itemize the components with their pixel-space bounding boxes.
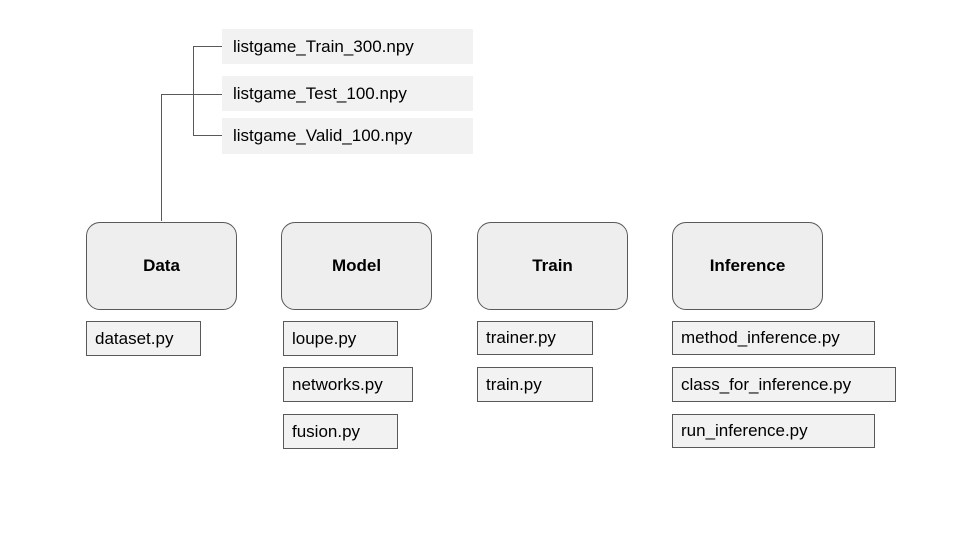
file-loupe: loupe.py	[283, 321, 398, 356]
connector-npy-bracket	[193, 46, 222, 136]
file-class-for-inference: class_for_inference.py	[672, 367, 896, 402]
file-dataset: dataset.py	[86, 321, 201, 356]
file-label: class_for_inference.py	[681, 374, 852, 394]
file-train: train.py	[477, 367, 593, 402]
file-label: trainer.py	[486, 328, 556, 347]
file-method-inference: method_inference.py	[672, 321, 875, 355]
npy-file-valid: listgame_Valid_100.npy	[222, 118, 473, 154]
module-title: Data	[143, 256, 180, 275]
module-train: Train	[477, 222, 628, 310]
module-model: Model	[281, 222, 432, 310]
module-title: Train	[532, 256, 573, 275]
file-label: dataset.py	[95, 328, 174, 348]
file-label: train.py	[486, 374, 542, 394]
file-run-inference: run_inference.py	[672, 414, 875, 448]
module-title: Inference	[709, 256, 786, 275]
npy-file-label: listgame_Valid_100.npy	[233, 126, 413, 145]
file-networks: networks.py	[283, 367, 413, 402]
file-trainer: trainer.py	[477, 321, 593, 355]
npy-file-label: listgame_Test_100.npy	[233, 83, 407, 103]
file-label: method_inference.py	[681, 328, 840, 347]
file-label: networks.py	[292, 374, 383, 394]
connector-data-to-npy	[161, 94, 222, 221]
npy-file-test: listgame_Test_100.npy	[222, 76, 473, 111]
file-fusion: fusion.py	[283, 414, 398, 449]
file-label: fusion.py	[292, 421, 361, 441]
npy-file-label: listgame_Train_300.npy	[233, 36, 414, 56]
file-label: run_inference.py	[681, 421, 808, 440]
module-data: Data	[86, 222, 237, 310]
module-inference: Inference	[672, 222, 823, 310]
module-title: Model	[331, 256, 382, 275]
file-label: loupe.py	[292, 328, 357, 348]
npy-file-train: listgame_Train_300.npy	[222, 29, 473, 64]
